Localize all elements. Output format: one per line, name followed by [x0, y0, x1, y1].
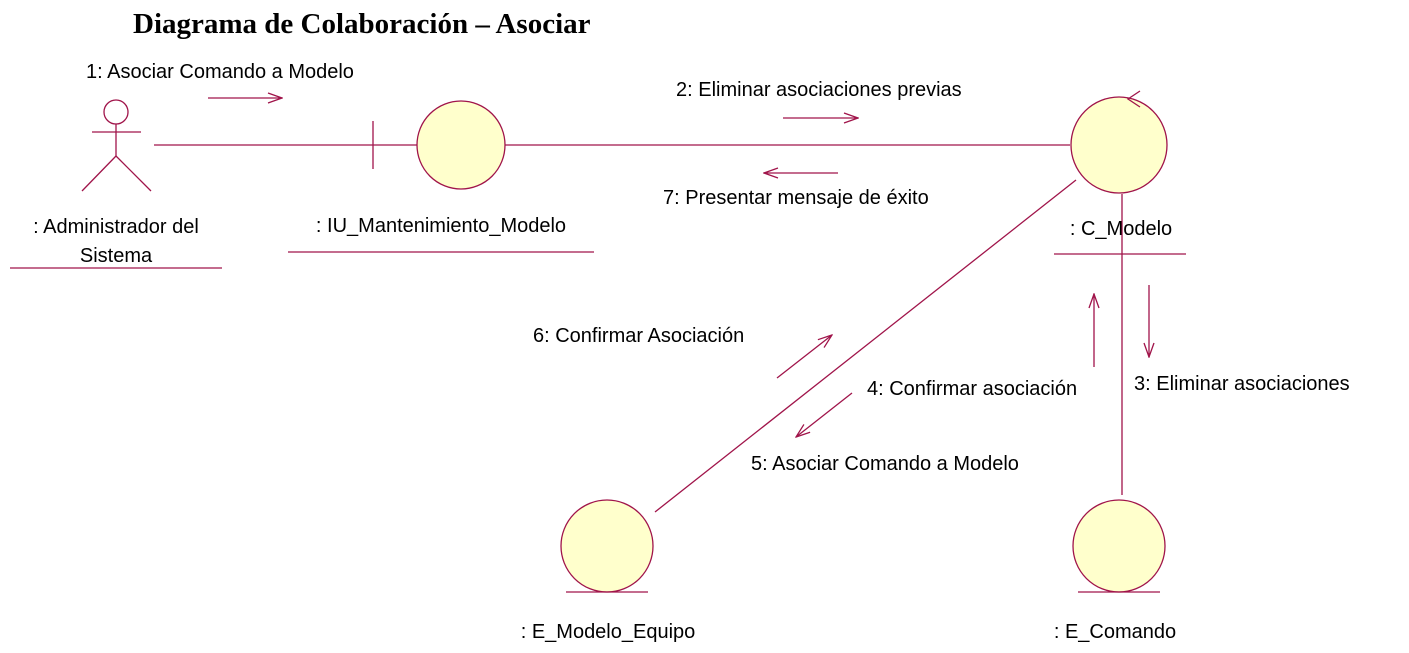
link-control-modelo-equipo [654, 179, 1077, 513]
boundary-label: : IU_Mantenimiento_Modelo [316, 215, 566, 237]
control-arrow-icon [1126, 90, 1141, 108]
boundary-circle [416, 100, 506, 190]
message-5-label: 5: Asociar Comando a Modelo [751, 453, 1019, 475]
message-5-arrow [796, 392, 853, 437]
message-6-arrow [776, 335, 832, 379]
actor-right-leg [115, 155, 152, 192]
message-2-label: 2: Eliminar asociaciones previas [676, 79, 962, 101]
control-c-modelo [1070, 90, 1168, 194]
actor-head [103, 99, 129, 125]
actor-label-line2: Sistema [80, 245, 153, 267]
boundary-iu-mantenimiento-modelo [372, 100, 506, 190]
actor-left-leg [81, 155, 117, 192]
message-7-label: 7: Presentar mensaje de éxito [663, 187, 929, 209]
actor-label-line1: : Administrador del [33, 216, 199, 238]
control-label: : C_Modelo [1070, 218, 1172, 240]
message-4-label: 4: Confirmar asociación [867, 378, 1077, 400]
entity-e-modelo-equipo [560, 499, 654, 593]
message-3-label: 3: Eliminar asociaciones [1134, 373, 1350, 395]
actor-administrador [81, 99, 152, 192]
message-1-label: 1: Asociar Comando a Modelo [86, 61, 354, 83]
control-circle [1070, 96, 1168, 194]
message-6-label: 6: Confirmar Asociación [533, 325, 744, 347]
entity-e-comando [1072, 499, 1166, 593]
diagram-title: Diagrama de Colaboración – Asociar [133, 8, 591, 40]
entity-modelo-equipo-label: : E_Modelo_Equipo [521, 621, 696, 643]
entity-modelo-equipo-circle [560, 499, 654, 593]
entity-comando-circle [1072, 499, 1166, 593]
entity-comando-label: : E_Comando [1054, 621, 1176, 643]
